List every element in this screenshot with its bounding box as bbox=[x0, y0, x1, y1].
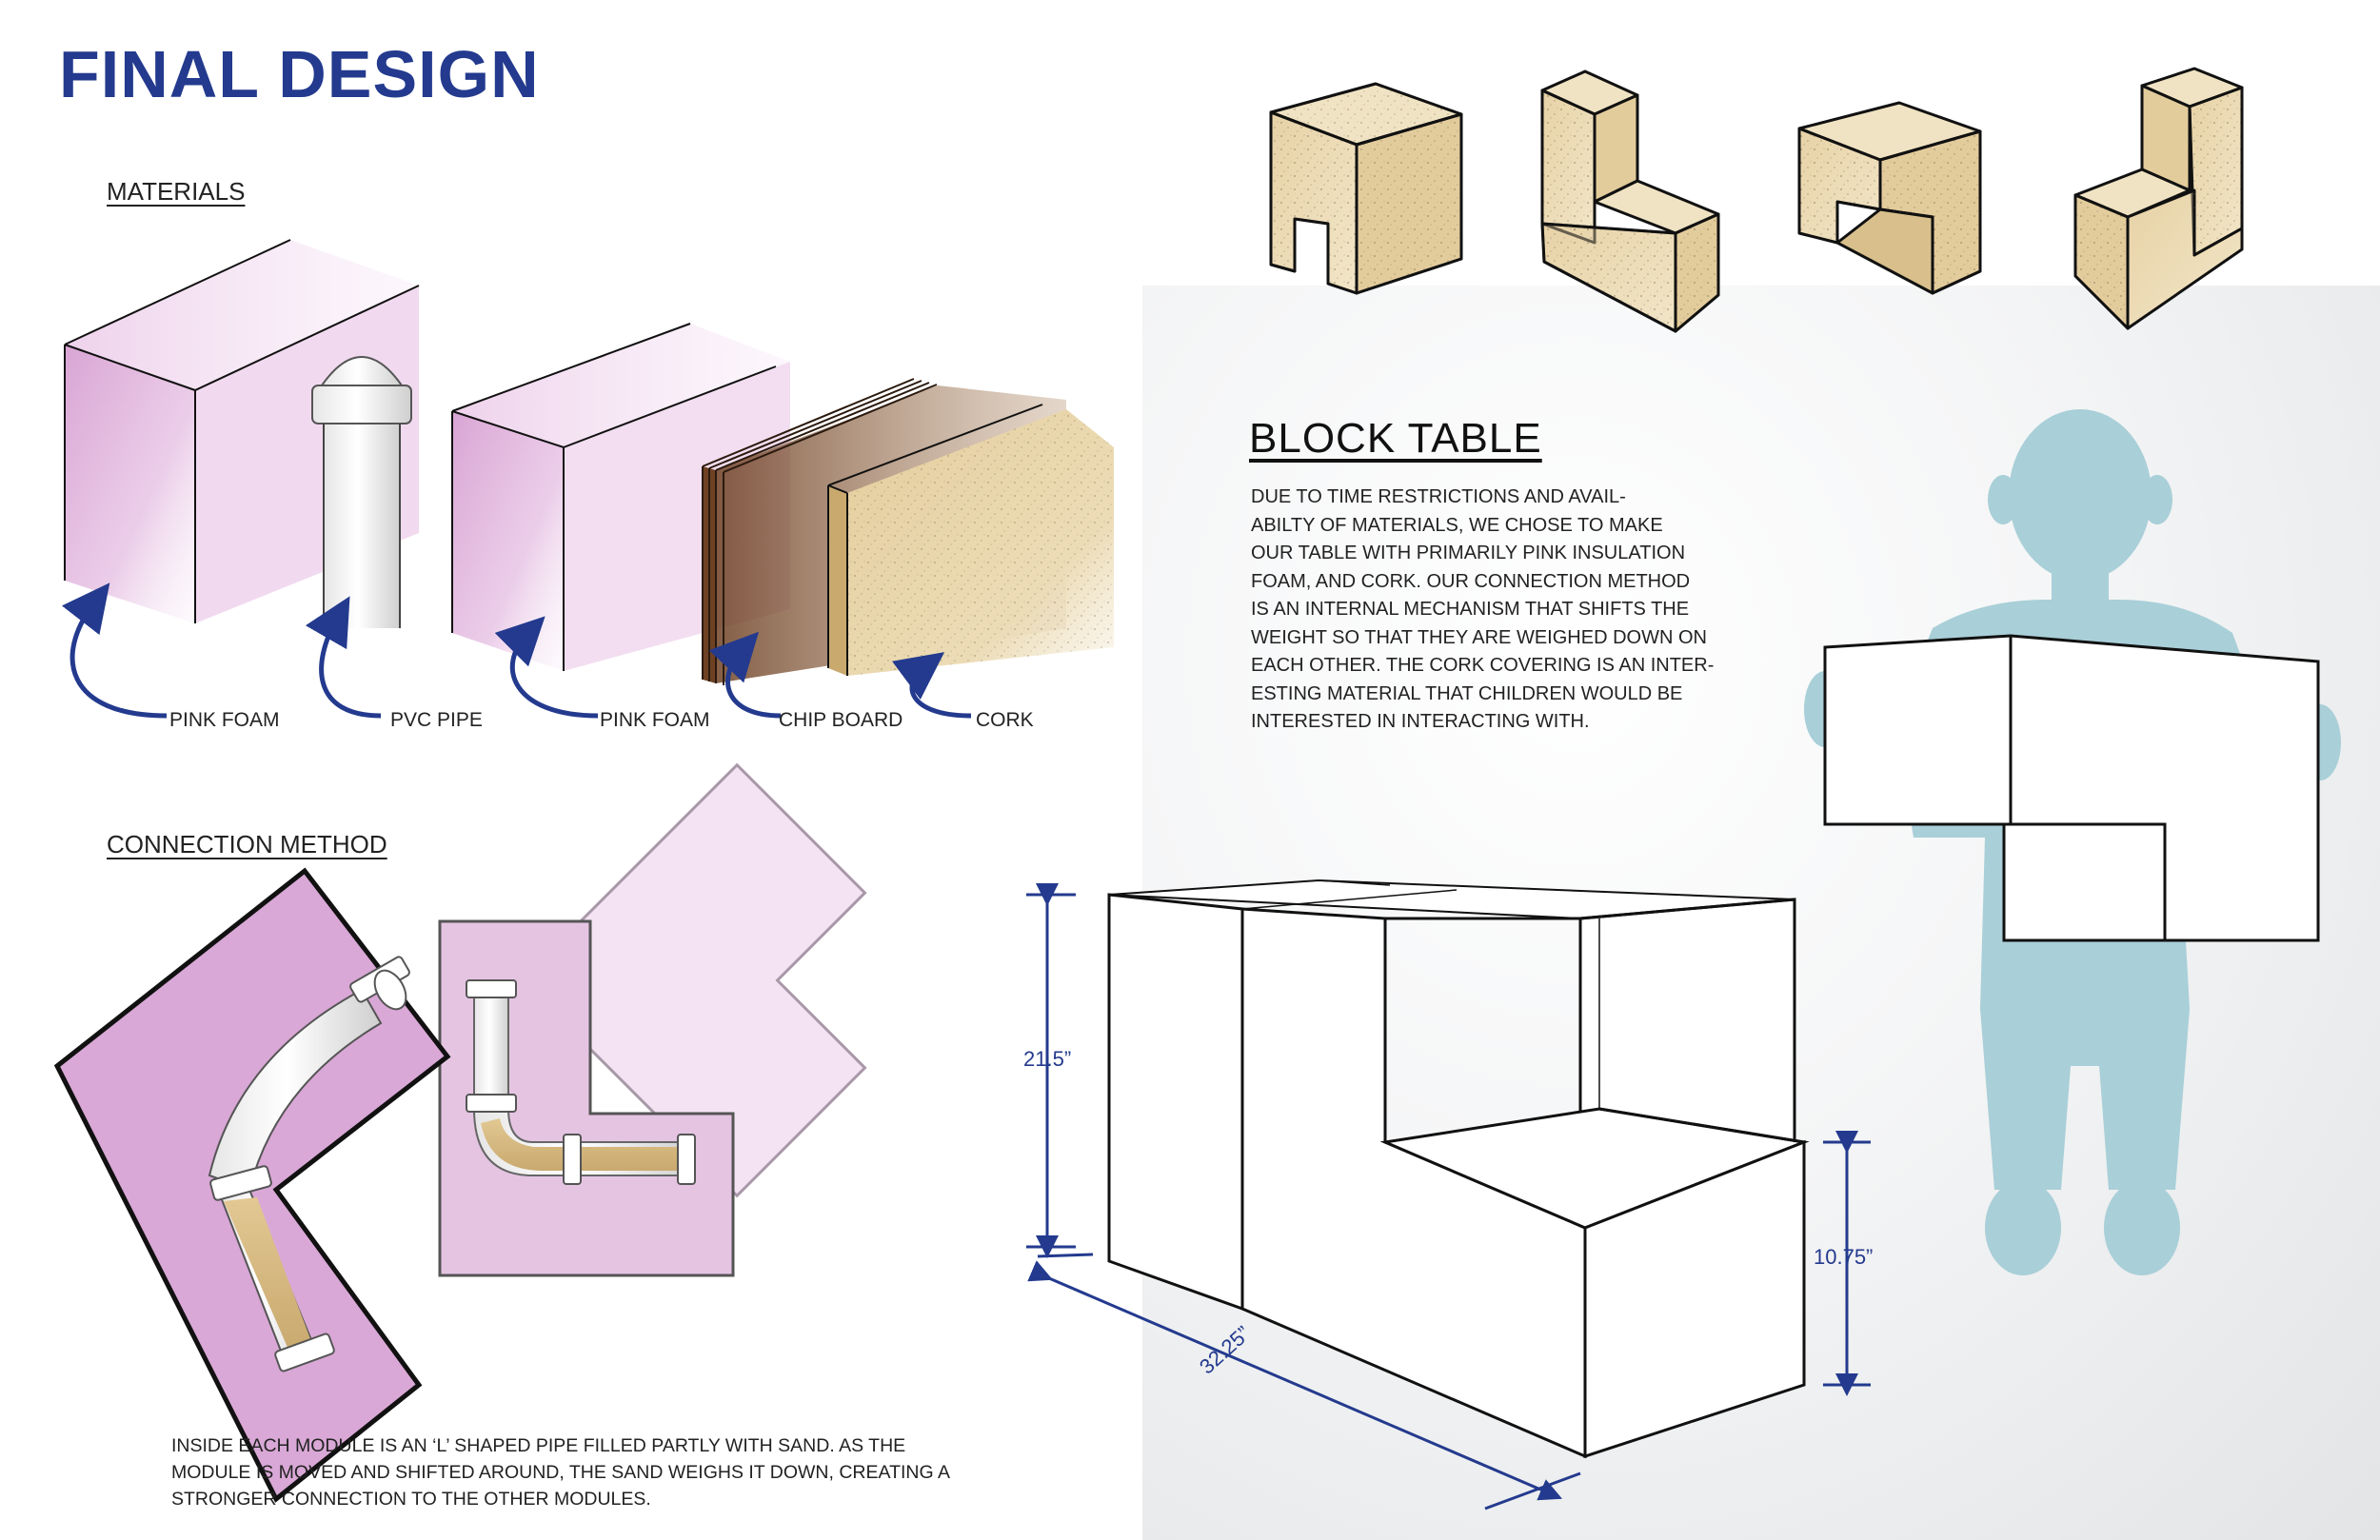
block-table-line-1: DUE TO TIME RESTRICTIONS AND AVAIL- bbox=[1251, 486, 1626, 507]
material-label-pvc-pipe: PVC PIPE bbox=[390, 709, 483, 731]
block-table-line-5: IS AN INTERNAL MECHANISM THAT SHIFTS THE bbox=[1251, 599, 1690, 620]
material-label-cork: CORK bbox=[976, 709, 1034, 731]
block-table-line-8: ESTING MATERIAL THAT CHILDREN WOULD BE bbox=[1251, 682, 1683, 704]
connection-line-1: INSIDE EACH MODULE IS AN ‘L’ SHAPED PIPE… bbox=[171, 1435, 906, 1456]
block-table-line-3: OUR TABLE WITH PRIMARILY PINK INSULATION bbox=[1251, 543, 1686, 563]
dimension-lines bbox=[1026, 883, 1871, 1510]
block-piece-1 bbox=[1269, 82, 1463, 295]
dimension-step-height: 10.75” bbox=[1814, 1245, 1874, 1269]
held-l-block bbox=[1823, 634, 2320, 942]
page-title: FINAL DESIGN bbox=[59, 37, 540, 111]
module-front bbox=[53, 867, 451, 1503]
block-table-line-7: EACH OTHER. THE CORK COVERING IS AN INTE… bbox=[1251, 655, 1715, 676]
block-table-description: DUE TO TIME RESTRICTIONS AND AVAIL- ABIL… bbox=[1251, 484, 1714, 737]
connection-description: INSIDE EACH MODULE IS AN ‘L’ SHAPED PIPE… bbox=[171, 1432, 950, 1512]
block-piece-4 bbox=[2073, 67, 2244, 330]
material-label-pink-foam-2: PINK FOAM bbox=[600, 709, 710, 731]
block-table-line-4: FOAM, AND CORK. OUR CONNECTION METHOD bbox=[1251, 570, 1691, 592]
block-table-heading: BLOCK TABLE bbox=[1249, 415, 1542, 462]
block-pieces-row bbox=[1269, 67, 2244, 333]
block-table-drawing bbox=[1107, 879, 1810, 1459]
materials-illustration bbox=[61, 239, 1114, 719]
cork-sheet bbox=[827, 404, 1114, 676]
material-label-chip-board: CHIP BOARD bbox=[779, 709, 903, 731]
materials-heading: MATERIALS bbox=[107, 177, 246, 206]
module-middle bbox=[438, 919, 735, 1277]
block-table-line-6: WEIGHT SO THAT THEY ARE WEIGHED DOWN ON bbox=[1251, 626, 1707, 648]
block-table-line-9: INTERESTED IN INTERACTING WITH. bbox=[1251, 711, 1590, 732]
connection-modules bbox=[53, 762, 867, 1503]
pvc-pipe bbox=[311, 356, 412, 628]
block-piece-2 bbox=[1540, 69, 1720, 333]
block-piece-3 bbox=[1797, 101, 1982, 295]
connection-line-2: MODULE IS MOVED AND SHIFTED AROUND, THE … bbox=[171, 1462, 951, 1483]
dimension-height: 21.5” bbox=[1023, 1047, 1072, 1071]
material-arrows bbox=[61, 582, 972, 719]
connection-line-3: STRONGER CONNECTION TO THE OTHER MODULES… bbox=[171, 1489, 651, 1510]
block-table-line-2: ABILTY OF MATERIALS, WE CHOSE TO MAKE bbox=[1251, 514, 1663, 536]
connection-heading: CONNECTION METHOD bbox=[107, 830, 387, 859]
material-label-pink-foam-1: PINK FOAM bbox=[169, 709, 280, 731]
